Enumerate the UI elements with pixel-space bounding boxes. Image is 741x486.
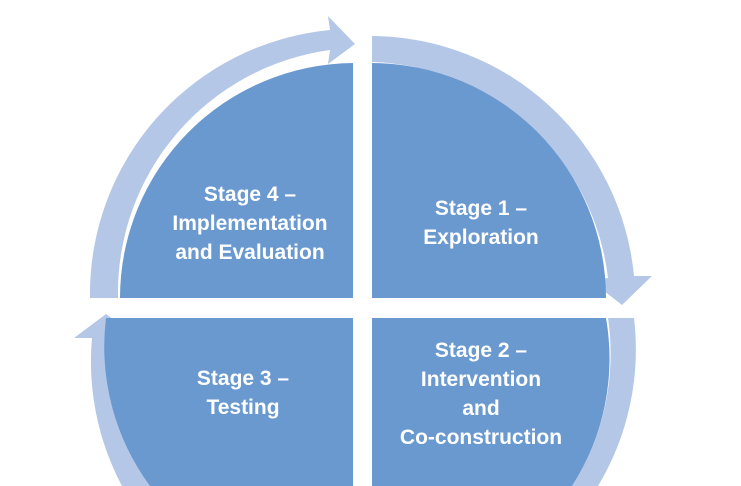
- stage-2-line-1: Stage 2 –: [434, 339, 528, 362]
- stage-3-label: Stage 3 – Testing: [197, 364, 289, 422]
- stage-4-line-1: Stage 4 –: [203, 183, 297, 206]
- stage-2-line-2: Intervention: [420, 368, 542, 391]
- stage-2-label: Stage 2 – Intervention and Co-constructi…: [400, 336, 562, 452]
- quadrant-stage-1: [372, 63, 606, 298]
- arrow-top-right: [372, 36, 652, 305]
- quadrant-stage-3: [104, 318, 353, 486]
- quadrant-stage-4: [120, 63, 353, 298]
- stage-2-line-3: and: [462, 397, 500, 420]
- stage-1-label: Stage 1 – Exploration: [423, 194, 539, 252]
- stage-4-line-2: Implementation: [172, 212, 328, 235]
- stage-1-line-2: Exploration: [423, 226, 539, 249]
- stage-3-line-2: Testing: [206, 396, 280, 419]
- stage-4-label: Stage 4 – Implementation and Evaluation: [172, 180, 327, 267]
- stage-1-line-1: Stage 1 –: [434, 197, 528, 220]
- arrow-bottom-right: [572, 318, 636, 486]
- stage-4-line-3: and Evaluation: [175, 241, 325, 264]
- arrow-top-left: [89, 16, 356, 298]
- stage-2-line-4: Co-construction: [399, 426, 563, 449]
- stage-3-line-1: Stage 3 –: [196, 367, 290, 390]
- quadrant-stage-2: [372, 318, 610, 486]
